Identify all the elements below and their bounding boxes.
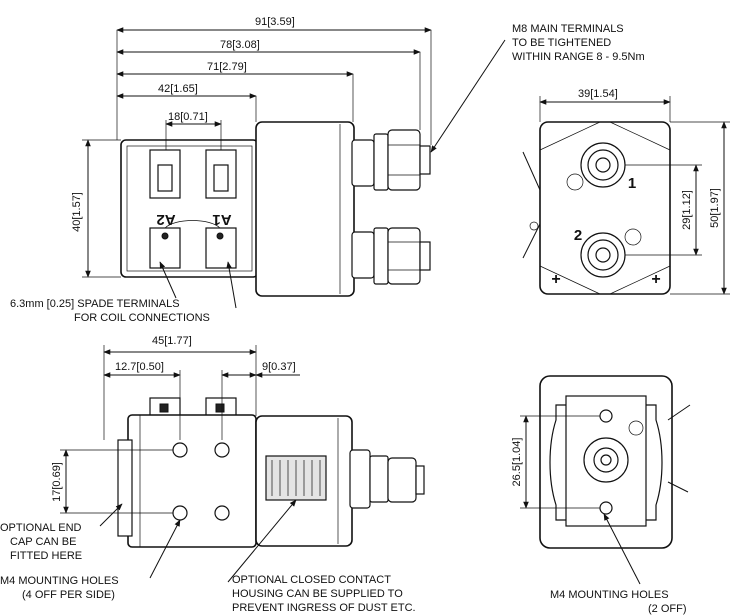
terminal-plus-mark: + [651,271,660,288]
end-view: 1 2 + + 39[1.54] 29[1.12] 50[1.97] [522,88,730,295]
terminal-label-1: 1 [628,175,636,192]
note-bottom-mounting-holes: M4 MOUNTING HOLES (2 OFF) [550,589,687,615]
note-spade-terminals: 6.3mm [0.25] SPADE TERMINALS FOR COIL CO… [10,298,210,324]
terminal-minus-mark: + [551,271,560,288]
dim-side-length: 45[1.77] [152,335,192,347]
dim-hole-offset: 12.7[0.50] [115,361,164,373]
note-side-mounting-holes: M4 MOUNTING HOLES (4 OFF PER SIDE) [0,575,122,601]
dim-overall-length: 91[3.59] [255,16,295,28]
dim-spade-offset: 9[0.37] [262,361,296,373]
coil-label-a2: A2 [156,211,175,228]
dim-bottom-hole-pitch: 26.5[1.04] [511,438,523,487]
dim-terminal-pitch: 29[1.12] [681,190,693,230]
dim-coil-body: 42[1.65] [158,83,198,95]
dim-spade-pitch: 18[0.71] [168,111,208,123]
top-view: A2 A1 [10,16,645,324]
dim-hole-pitch: 17[0.69] [51,462,63,502]
side-view: 45[1.77] 12.7[0.50] 9[0.37] 17[0.69] OPT… [0,335,425,614]
dim-end-height: 50[1.97] [709,188,721,228]
note-main-terminals: M8 MAIN TERMINALS TO BE TIGHTENED WITHIN… [512,23,645,63]
note-contact-housing: OPTIONAL CLOSED CONTACT HOUSING CAN BE S… [232,574,416,614]
dim-end-width: 39[1.54] [578,88,618,100]
bottom-view: 26.5[1.04] M4 MOUNTING HOLES (2 OFF) [511,375,691,615]
note-end-cap: OPTIONAL END CAP CAN BE FITTED HERE [0,522,85,562]
dim-top-height: 40[1.57] [71,192,83,232]
main-terminals [351,129,431,285]
dim-body-to-nut: 78[3.08] [220,39,260,51]
dim-body-to-terminal: 71[2.79] [207,61,247,73]
terminal-label-2: 2 [574,227,582,244]
coil-label-a1: A1 [212,211,231,228]
